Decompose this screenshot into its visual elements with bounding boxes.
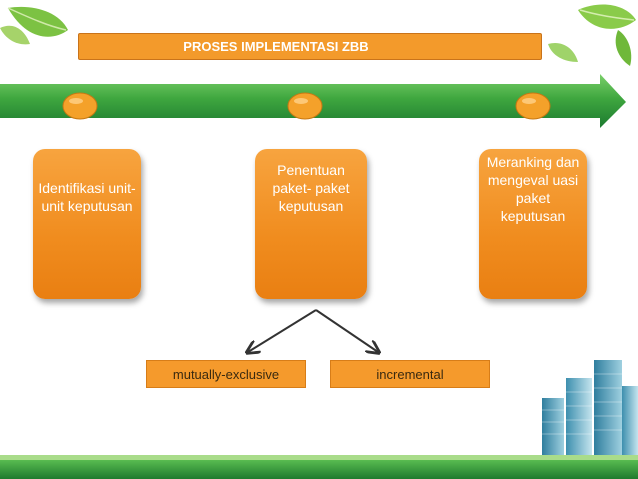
step-card-1: Identifikasi unit-unit keputusan — [33, 149, 141, 299]
timeline-markers — [62, 92, 551, 120]
title-bar: PROSES IMPLEMENTASI ZBB — [78, 33, 542, 60]
step-label-1: Identifikasi unit-unit keputusan — [38, 180, 136, 214]
timeline-marker-3 — [515, 92, 551, 120]
branch-arrow-left — [248, 309, 317, 352]
branch-box-incremental: incremental — [330, 360, 490, 388]
branch-box-mutually-exclusive: mutually-exclusive — [146, 360, 306, 388]
step-card-2: Penentuan paket- paket keputusan — [255, 149, 367, 299]
branch-arrows — [0, 309, 638, 360]
step-card-3: Meranking dan mengeval uasi paket keputu… — [479, 149, 587, 299]
branch-label-2: incremental — [376, 366, 444, 382]
leaf-decoration-left — [0, 6, 68, 45]
building-decoration — [542, 360, 638, 460]
leaf-decoration-right — [548, 4, 636, 66]
step-label-3: Meranking dan mengeval uasi paket keputu… — [486, 154, 580, 224]
timeline-marker-1 — [62, 92, 98, 120]
branch-arrow-right — [315, 309, 378, 352]
timeline-marker-2 — [287, 92, 323, 120]
ground-strip — [0, 455, 638, 479]
step-label-2: Penentuan paket- paket keputusan — [272, 162, 350, 214]
page-title: PROSES IMPLEMENTASI ZBB — [183, 39, 369, 54]
branch-label-1: mutually-exclusive — [172, 366, 280, 382]
